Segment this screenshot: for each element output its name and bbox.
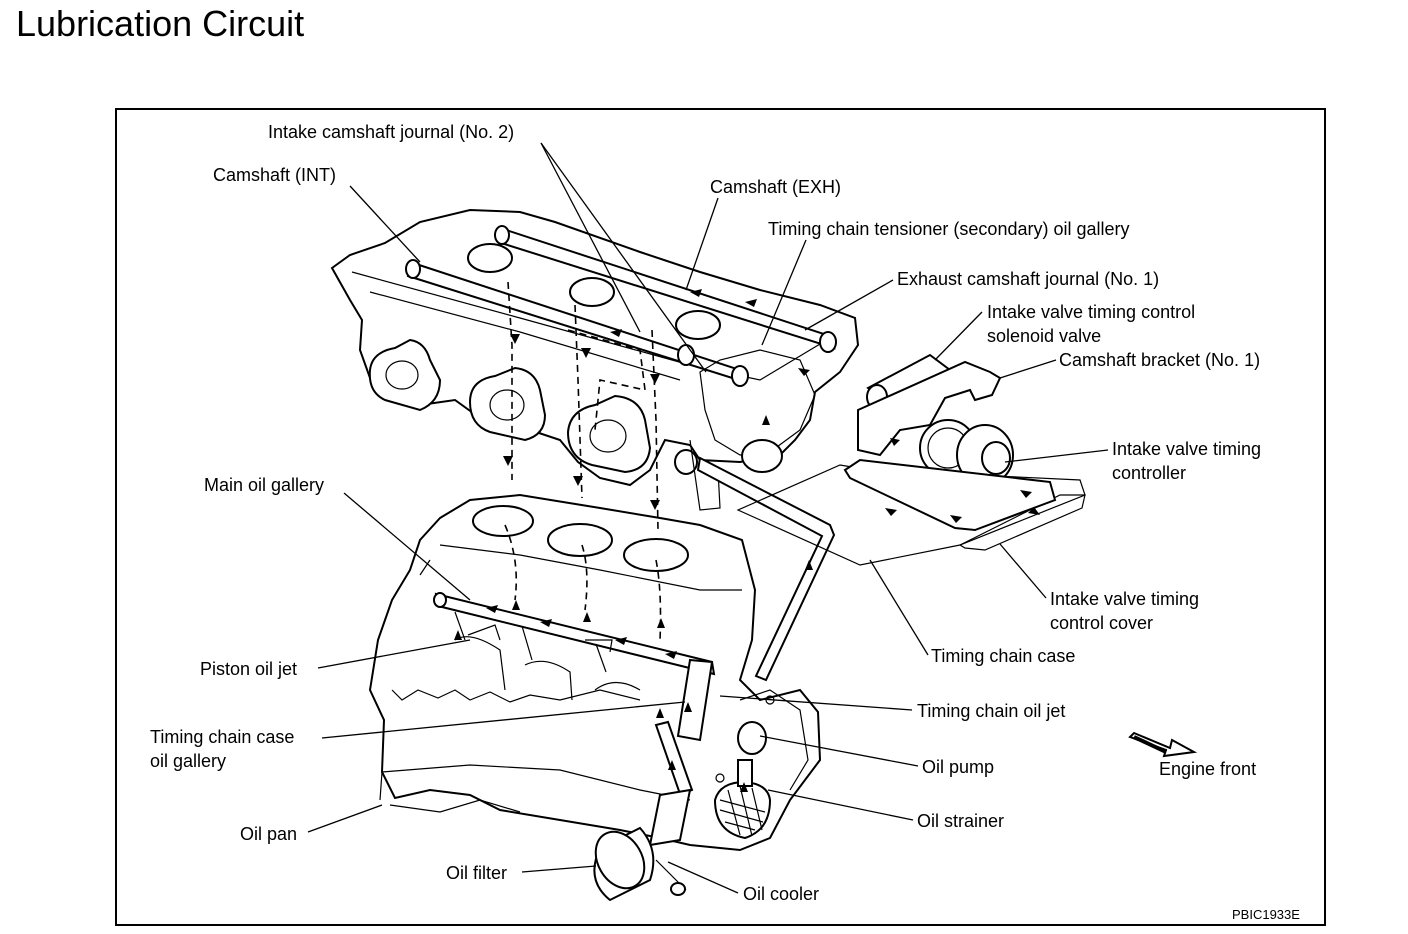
label-camshaft-exh: Camshaft (EXH) [710, 177, 841, 197]
label-ivt-cover-line1: Intake valve timing [1050, 589, 1199, 609]
label-camshaft-int: Camshaft (INT) [213, 165, 336, 185]
label-ivt-controller-line2: controller [1112, 463, 1186, 483]
label-piston-oil-jet: Piston oil jet [200, 659, 297, 679]
label-intake-camshaft-journal: Intake camshaft journal (No. 2) [268, 122, 514, 142]
label-oil-pan: Oil pan [240, 824, 297, 844]
page-title: Lubrication Circuit [16, 3, 305, 44]
label-timing-chain-oil-jet: Timing chain oil jet [917, 701, 1065, 721]
camshaft-bracket [857, 360, 1002, 457]
cylinder-block [368, 493, 822, 852]
leader-lines [307, 142, 1109, 894]
label-oil-cooler: Oil cooler [743, 884, 819, 904]
label-ivtc-solenoid-line1: Intake valve timing control [987, 302, 1195, 322]
label-timing-chain-tensioner: Timing chain tensioner (secondary) oil g… [768, 219, 1130, 239]
label-tcc-gallery-line2: oil gallery [150, 751, 226, 771]
engine-front-arrow-icon [1128, 731, 1198, 758]
oil-pump-body [737, 721, 767, 755]
figure-code: PBIC1933E [1232, 907, 1300, 922]
label-ivtc-solenoid-line2: solenoid valve [987, 326, 1101, 346]
label-ivt-cover-line2: control cover [1050, 613, 1153, 633]
oil-pan [381, 764, 691, 801]
label-engine-front: Engine front [1159, 759, 1256, 779]
tcc-gallery-pipe [676, 658, 714, 742]
oil-strainer [713, 780, 772, 840]
label-exhaust-camshaft-journal: Exhaust camshaft journal (No. 1) [897, 269, 1159, 289]
ivt-control-cover [958, 494, 1086, 551]
diagram-frame [115, 108, 1326, 926]
label-tcc-gallery-line1: Timing chain case [150, 727, 294, 747]
label-main-oil-gallery: Main oil gallery [204, 475, 324, 495]
label-timing-chain-case: Timing chain case [931, 646, 1075, 666]
label-camshaft-bracket: Camshaft bracket (No. 1) [1059, 350, 1260, 370]
label-oil-strainer: Oil strainer [917, 811, 1004, 831]
label-oil-filter: Oil filter [446, 863, 507, 883]
label-oil-pump: Oil pump [922, 757, 994, 777]
engine-illustration [330, 208, 1086, 902]
timing-chain-case-panel [736, 464, 1086, 566]
label-ivt-controller-line1: Intake valve timing [1112, 439, 1261, 459]
